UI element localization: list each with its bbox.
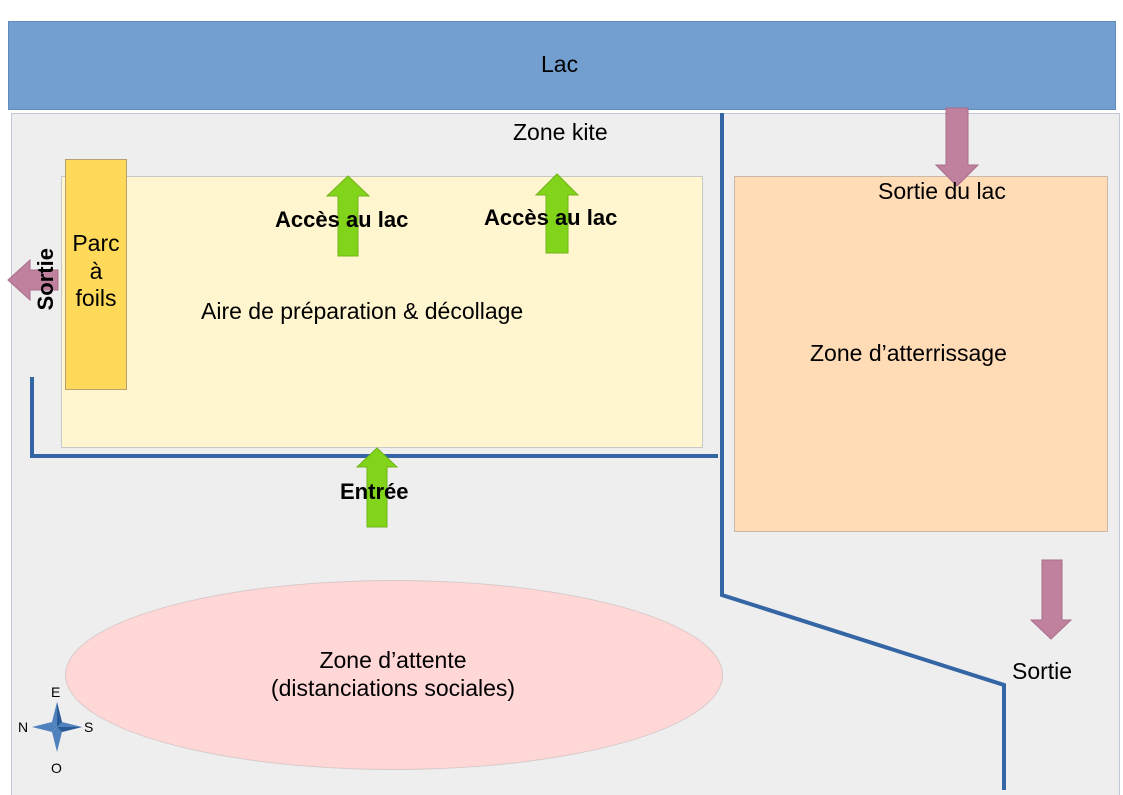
bottom-exit-label: Sortie — [1012, 658, 1073, 684]
foil-park-label-line3: foils — [75, 285, 117, 312]
lake-label: Lac — [541, 51, 579, 77]
right-barrier — [720, 113, 1006, 790]
left-barrier — [30, 377, 718, 458]
bottom-exit-arrow — [1029, 559, 1073, 640]
waiting-zone-label-line2: (distanciations sociales) — [270, 674, 516, 701]
barrier-lines — [30, 113, 1006, 790]
lake-exit-arrow — [934, 107, 980, 187]
access-arrow-2-label: Accès au lac — [484, 205, 618, 230]
compass-north-label: N — [18, 719, 29, 735]
landing-zone — [734, 176, 1108, 532]
foil-park-label-line1: Parc — [72, 230, 120, 256]
landing-zone-label: Zone d’atterrissage — [810, 340, 1007, 366]
waiting-zone — [65, 580, 723, 770]
left-exit-label: Sortie — [32, 248, 58, 311]
entrance-label: Entrée — [340, 479, 409, 504]
left-exit-arrow — [7, 258, 59, 302]
compass-south-label: S — [84, 719, 94, 735]
access-arrow-1-label: Accès au lac — [275, 207, 409, 232]
kite-zone-label: Zone kite — [513, 119, 608, 145]
compass-west-label: O — [51, 760, 62, 776]
entrance-arrow — [355, 447, 399, 528]
lake-exit-label: Sortie du lac — [878, 178, 1006, 204]
prep-area — [61, 176, 703, 448]
waiting-zone-label-line1: Zone d’attente — [319, 647, 467, 673]
foil-park-label-line2: à — [89, 257, 103, 284]
compass-east-label: E — [51, 684, 61, 700]
access-arrow-1 — [325, 175, 371, 257]
foil-park-label: Parc à foils — [65, 230, 127, 313]
access-arrow-2 — [534, 173, 580, 254]
prep-area-label: Aire de préparation & décollage — [201, 298, 524, 324]
lake-area — [8, 21, 1116, 110]
compass-rose-icon — [32, 702, 82, 752]
waiting-zone-label: Zone d’attente (distanciations sociales) — [193, 647, 593, 702]
foil-park — [65, 159, 127, 390]
